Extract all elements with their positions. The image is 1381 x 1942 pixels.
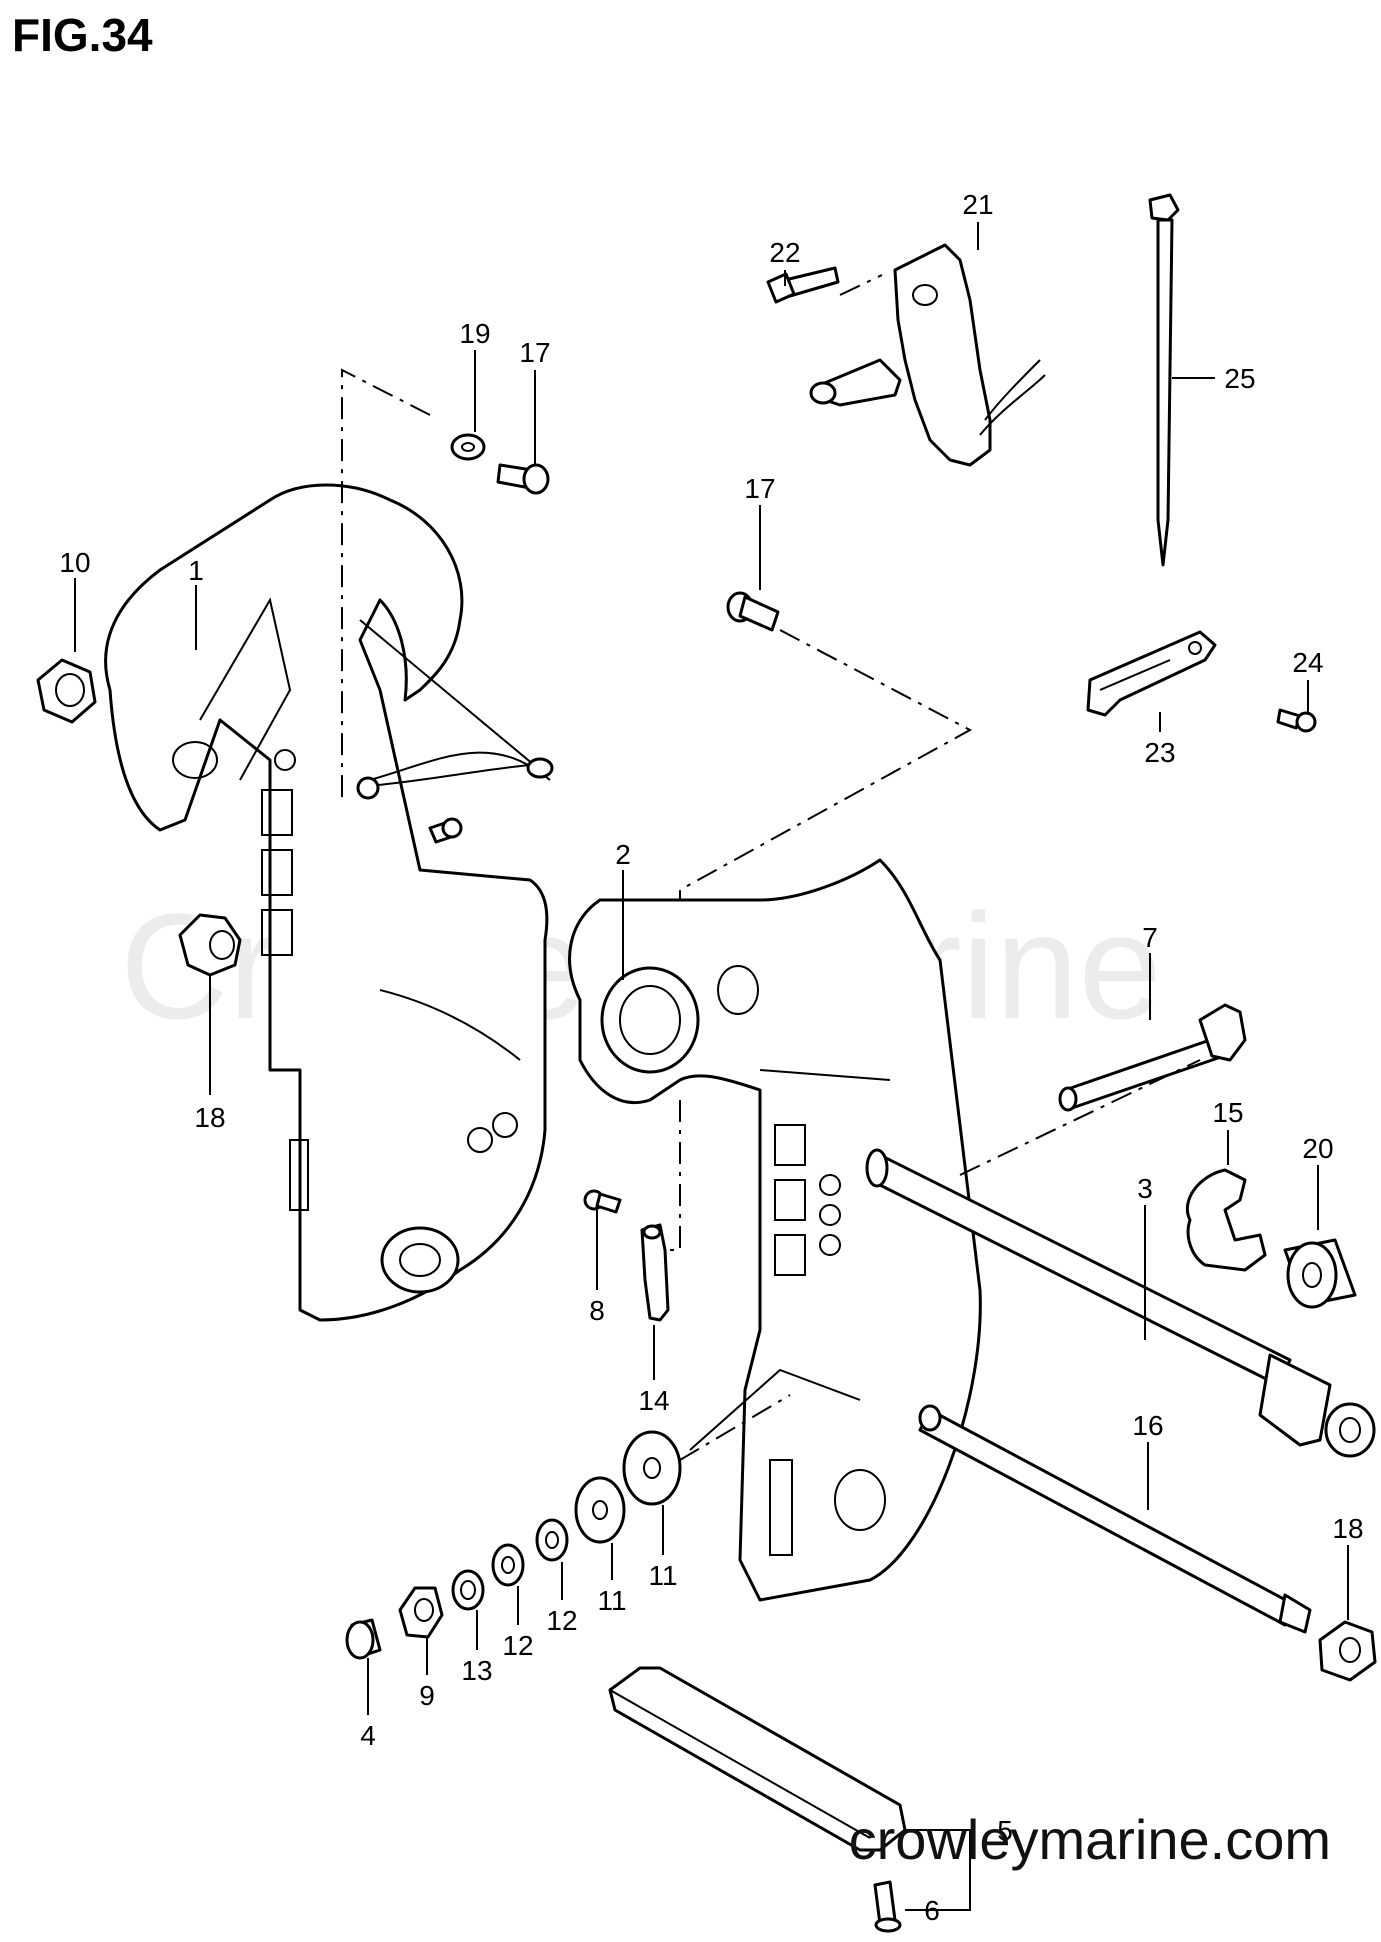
bolt-17-mid [726,591,780,632]
leader-lines [74,222,1349,1911]
callout-3: 3 [1137,1173,1153,1204]
washer-19 [450,433,486,461]
callout-18b: 18 [1332,1513,1363,1544]
callout-5: 5 [997,1815,1013,1846]
washer-12-inner [491,1543,525,1587]
bolt-22 [766,266,840,304]
nut-10 [36,658,97,724]
callout-25: 25 [1224,363,1255,394]
screw-24 [1276,708,1317,733]
callout-9: 9 [419,1680,435,1711]
callout-16: 16 [1132,1410,1163,1441]
callout-23: 23 [1144,737,1175,768]
ground-wire [356,757,554,800]
switch-assembly [809,243,1046,467]
washer-12-outer [535,1518,569,1562]
rod-16 [918,1404,1312,1634]
callout-12b: 12 [546,1605,577,1636]
callout-1: 1 [188,555,204,586]
bracket-screw [428,817,463,844]
washer-11-outer [622,1430,682,1506]
callout-22: 22 [769,237,800,268]
clamp-bracket-left [104,483,551,1322]
callout-15: 15 [1212,1097,1243,1128]
nut-9 [398,1586,444,1639]
screw-6 [873,1880,902,1933]
callout-18a: 18 [194,1102,225,1133]
clip-14 [640,1223,670,1322]
washer-11-inner [574,1476,626,1544]
callout-8: 8 [589,1295,605,1326]
bushing-20 [1283,1238,1357,1309]
callout-labels: 1 2 3 4 5 6 7 8 9 10 11 11 12 12 13 14 1… [59,189,1363,1926]
cap-4 [345,1618,382,1660]
callout-21: 21 [962,189,993,220]
clip-15 [1186,1168,1267,1272]
bolt-7 [1058,1003,1247,1112]
footer-url[interactable]: crowleymarine.com [848,1808,1331,1871]
callout-7: 7 [1142,922,1158,953]
callout-4: 4 [360,1720,376,1751]
callout-20: 20 [1302,1133,1333,1164]
bolt-17-top [496,463,550,495]
callout-17b: 17 [744,473,775,504]
callout-19: 19 [459,318,490,349]
callout-14: 14 [638,1385,669,1416]
callout-2: 2 [615,839,631,870]
washer-13 [451,1569,485,1611]
screw-8 [583,1189,622,1214]
callout-10: 10 [59,547,90,578]
clamp-bracket-right [568,858,982,1602]
cable-tie [1148,193,1180,567]
callout-6: 6 [924,1895,940,1926]
tilt-tube-3 [865,1148,1376,1458]
page-title: FIG.34 [12,9,153,61]
nut-18-right [1318,1620,1377,1682]
bushing-18-left [178,913,242,977]
callout-12a: 12 [502,1630,533,1661]
assembly-lines [341,274,1201,1461]
callout-24: 24 [1292,647,1323,678]
callout-17a: 17 [519,337,550,368]
callout-11a: 11 [597,1585,626,1616]
clip-23 [1086,630,1217,717]
callout-13: 13 [461,1655,492,1686]
callout-11b: 11 [648,1560,677,1591]
